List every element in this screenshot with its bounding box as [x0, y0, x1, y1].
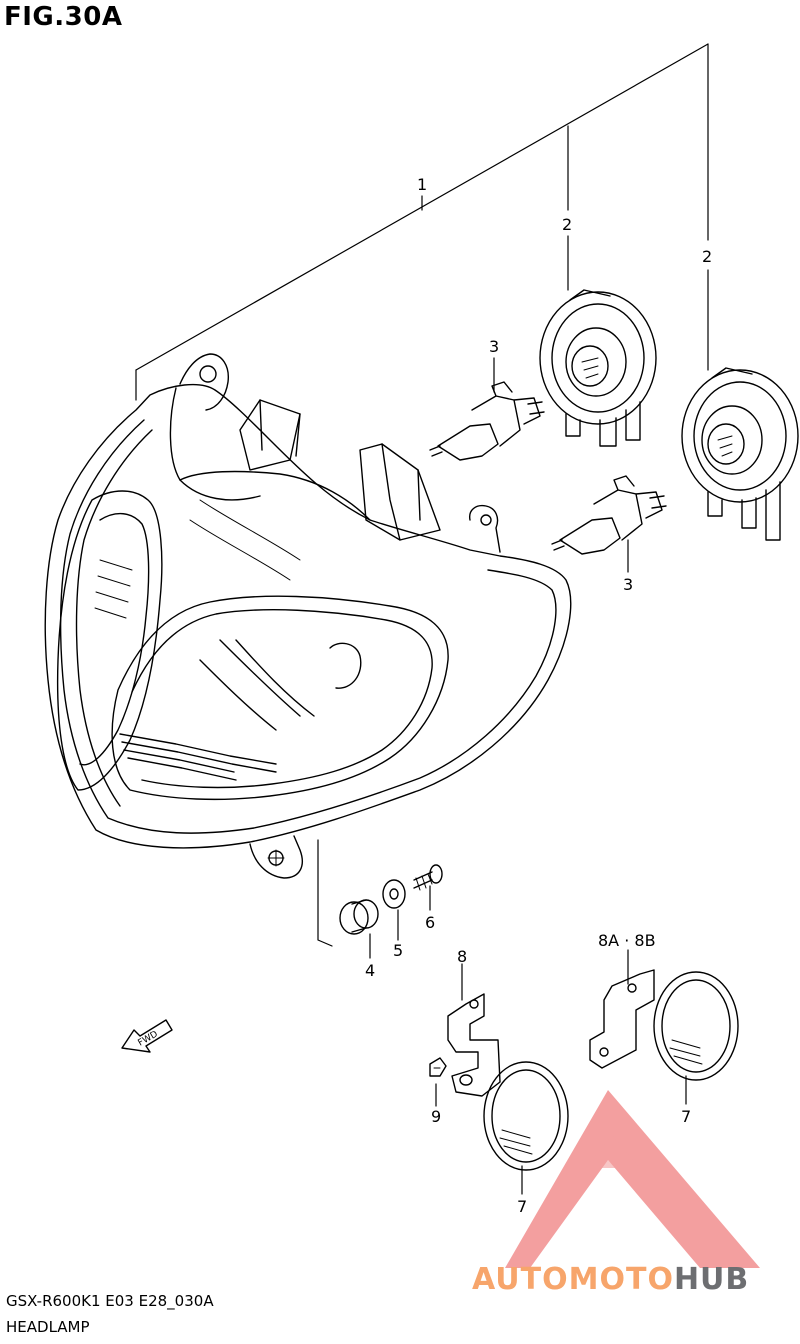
- bracket-8a-8b: [589, 949, 655, 1069]
- callout-7-upper: 7: [681, 1107, 691, 1126]
- callout-2-right: 2: [702, 247, 712, 266]
- hardware-group: [317, 839, 443, 959]
- bulb-socket-right: [681, 367, 799, 541]
- callout-9: 9: [431, 1107, 441, 1126]
- watermark-logo: [505, 1090, 760, 1268]
- callout-1: 1: [417, 175, 427, 194]
- callout-labels: 1 2 2 3 3 4 5 6 7 7 8 8A · 8B 9: [365, 175, 712, 1216]
- callout-6: 6: [425, 913, 435, 932]
- watermark-text-part2: HUB: [673, 1262, 750, 1297]
- leader-lines-top: [135, 43, 709, 401]
- reflector-upper: [653, 971, 739, 1105]
- callout-4: 4: [365, 961, 375, 980]
- callout-5: 5: [393, 941, 403, 960]
- watermark-text: AUTOMOTOHUB: [472, 1262, 749, 1297]
- bulb-upper: [429, 381, 545, 461]
- callout-8a-8b: 8A · 8B: [598, 931, 656, 950]
- callout-8: 8: [457, 947, 467, 966]
- callout-3-upper: 3: [489, 337, 499, 356]
- reflector-lower: [483, 1061, 569, 1195]
- bulb-socket-left: [539, 289, 657, 447]
- figure-title: FIG.30A: [4, 2, 123, 32]
- headlamp-assembly: [44, 353, 572, 879]
- callout-2-left: 2: [562, 215, 572, 234]
- fwd-arrow: FWD: [121, 1019, 173, 1053]
- leader-lines-bulbs: [493, 357, 629, 573]
- fwd-label: FWD: [137, 1029, 160, 1048]
- bracket-8: [429, 963, 501, 1107]
- figure-name: HEADLAMP: [6, 1318, 90, 1336]
- callout-3-lower: 3: [623, 575, 633, 594]
- watermark-text-part1: AUTOMOTO: [472, 1262, 674, 1297]
- figure-code: GSX-R600K1 E03 E28_030A: [6, 1292, 214, 1310]
- callout-7-lower: 7: [517, 1197, 527, 1216]
- bulb-lower: [551, 475, 667, 555]
